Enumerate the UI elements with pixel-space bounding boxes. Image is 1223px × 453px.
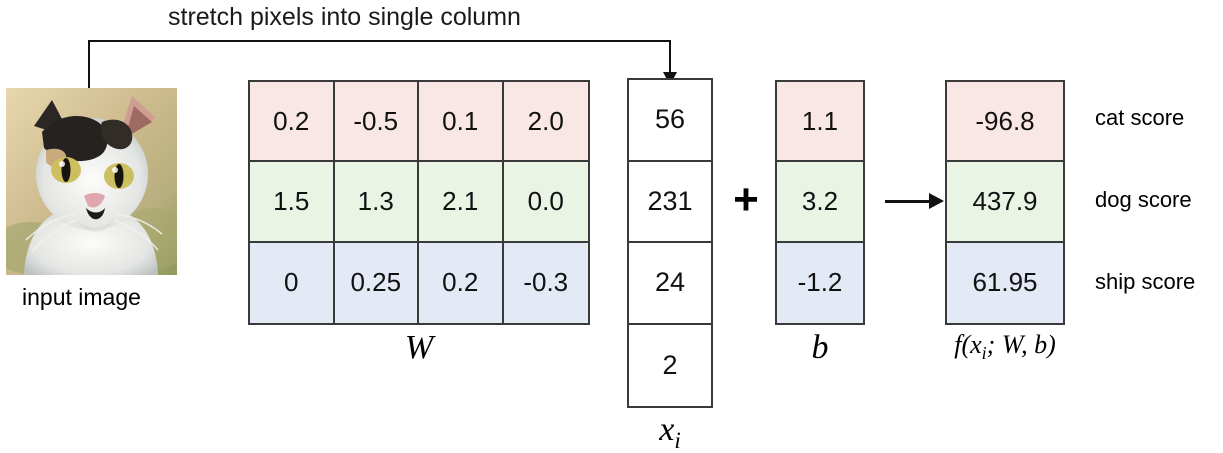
b-cell-0: 1.1 [777,82,863,163]
score-label-cat: cat score [1095,105,1185,130]
connector-vertical-left-segment [88,40,90,90]
score-cell-2: 61.95 [947,242,1063,323]
b-cell-2: -1.2 [777,242,863,323]
weight-matrix: 0.2 -0.5 0.1 2.0 1.5 1.3 2.1 0.0 0 0.25 … [248,80,590,325]
score-function-label-suffix: ; W, b) [986,330,1056,359]
x-cell-0: 56 [629,80,711,162]
connector-horizontal-segment [88,40,671,42]
w-cell-1-2: 2.1 [419,162,504,243]
input-vector-label-subscript: i [674,427,681,453]
bias-vector-label: b [811,329,829,366]
w-cell-0-0: 0.2 [250,82,335,163]
score-label-ship: ship score [1095,269,1196,294]
w-cell-2-1: 0.25 [334,242,419,323]
w-cell-1-3: 0.0 [503,162,588,243]
input-vector-label: xi [627,410,713,453]
score-cell-0: -96.8 [947,82,1063,163]
x-cell-1: 231 [629,161,711,243]
w-cell-0-1: -0.5 [334,82,419,163]
w-cell-2-2: 0.2 [419,242,504,323]
input-image [6,88,177,275]
w-cell-2-0: 0 [250,242,335,323]
stretch-annotation-label: stretch pixels into single column [168,3,521,31]
score-cell-1: 437.9 [947,162,1063,243]
b-cell-1: 3.2 [777,162,863,243]
plus-operator-icon: + [733,175,759,224]
w-cell-1-0: 1.5 [250,162,335,243]
input-image-caption: input image [22,284,141,310]
w-cell-0-2: 0.1 [419,82,504,163]
scores-vector: -96.8 437.9 61.95 [945,80,1065,325]
result-arrow-line [885,200,933,203]
input-vector: 56 231 24 2 [627,78,713,408]
w-cell-0-3: 2.0 [503,82,588,163]
result-arrow-head-icon [929,193,944,209]
w-cell-1-1: 1.3 [334,162,419,243]
w-cell-2-3: -0.3 [503,242,588,323]
score-function-label-prefix: f(x [954,330,982,359]
bias-vector: 1.1 3.2 -1.2 [775,80,865,325]
weight-matrix-label: W [404,329,434,366]
score-label-dog: dog score [1095,187,1192,212]
connector-vertical-right-segment [669,40,671,78]
x-cell-3: 2 [629,324,711,406]
x-cell-2: 24 [629,243,711,325]
score-function-label: f(xi; W, b) [930,328,1080,370]
score-function-label-subscript: i [981,343,987,364]
input-vector-label-base: x [659,411,675,448]
